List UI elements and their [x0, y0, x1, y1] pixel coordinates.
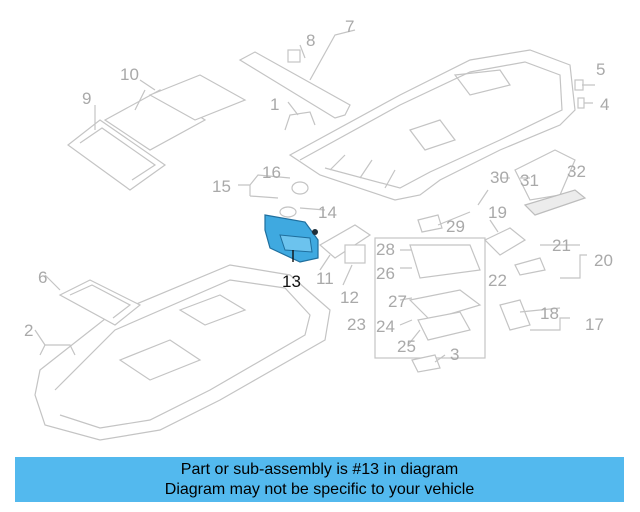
callout-32: 32	[567, 162, 586, 181]
callout-11: 11	[316, 269, 334, 288]
callout-22: 22	[488, 271, 507, 290]
callout-27: 27	[388, 292, 407, 311]
callout-16: 16	[262, 163, 281, 182]
fastener-4-5	[574, 79, 585, 109]
callout-21: 21	[552, 236, 571, 255]
callout-15: 15	[212, 177, 231, 196]
callout-24: 24	[376, 317, 395, 336]
sun-visor-13[interactable]	[264, 214, 319, 263]
grab-handle-2	[39, 344, 76, 356]
clip-8	[287, 49, 301, 63]
callout-4: 4	[600, 95, 609, 114]
callout-3: 3	[450, 345, 459, 364]
callout-31: 31	[520, 171, 539, 190]
part-17-22	[483, 227, 546, 331]
leader-lines	[34, 29, 595, 363]
callout-18: 18	[540, 304, 559, 323]
callout-26: 26	[376, 264, 395, 283]
grab-handle-1	[284, 111, 316, 131]
part-11-12	[318, 224, 372, 264]
sunroof-glass-6	[58, 279, 142, 326]
banner-line-2: Diagram may not be specific to your vehi…	[164, 481, 475, 498]
callout-19: 19	[488, 203, 507, 222]
headliner-upper	[288, 49, 576, 201]
callout-8: 8	[306, 31, 315, 50]
lamp-30-31-32	[514, 149, 587, 216]
trim-strip-7	[238, 51, 351, 119]
pad-10	[103, 74, 247, 151]
callout-5: 5	[596, 60, 605, 79]
parts-diagram: 1 2 3 4 5 6 7 8 9 10 11 12 13 14 15 16 1…	[24, 17, 613, 441]
callout-6: 6	[38, 268, 47, 287]
callout-29: 29	[446, 217, 465, 236]
info-banner: Part or sub-assembly is #13 in diagram D…	[15, 457, 624, 502]
callout-30: 30	[490, 168, 509, 187]
callout-13: 13	[282, 272, 301, 291]
callout-1: 1	[270, 95, 279, 114]
callout-25: 25	[397, 337, 416, 356]
callout-12: 12	[340, 288, 359, 307]
pad-9	[67, 119, 167, 191]
callout-28: 28	[376, 240, 395, 259]
part-14-16-29	[279, 181, 443, 233]
callout-10: 10	[120, 65, 139, 84]
callout-9: 9	[82, 89, 91, 108]
callout-14: 14	[318, 203, 337, 222]
callout-2: 2	[24, 321, 33, 340]
part-3	[411, 354, 441, 373]
headliner-lower	[34, 264, 331, 441]
callout-7: 7	[345, 17, 354, 36]
callout-labels: 1 2 3 4 5 6 7 8 9 10 11 12 13 14 15 16 1…	[24, 17, 613, 364]
callout-23: 23	[347, 315, 366, 334]
callout-20: 20	[594, 251, 613, 270]
callout-17: 17	[585, 315, 604, 334]
banner-line-1: Part or sub-assembly is #13 in diagram	[180, 461, 459, 478]
